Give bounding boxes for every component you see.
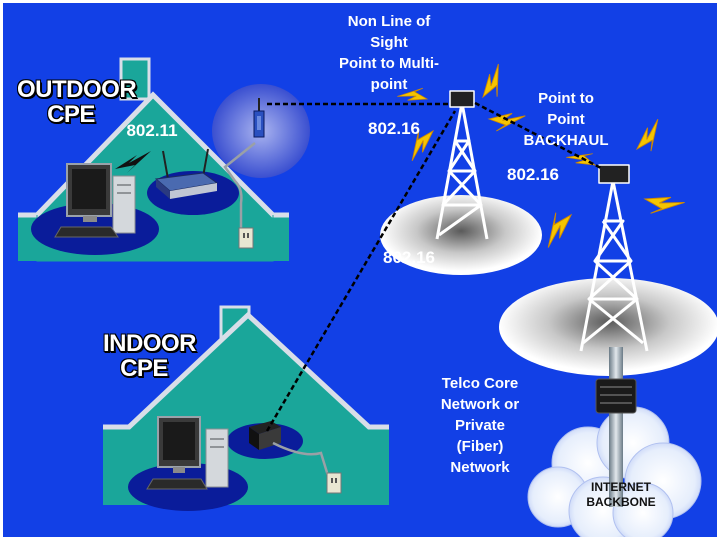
telco-core-label: Telco Core Network or Private (Fiber) Ne… xyxy=(427,373,533,478)
outdoor-cpe-label: OUTDOOR CPE xyxy=(17,77,125,127)
internet-backbone-label: INTERNET BACKBONE xyxy=(573,480,669,510)
fiber-switch-icon xyxy=(596,379,636,413)
indoor-cpe-label: INDOOR CPE xyxy=(103,331,185,381)
wimax-link-label: 802.16 xyxy=(493,165,573,185)
ptp-backhaul-label: Point to Point BACKHAUL xyxy=(515,88,617,151)
wall-outlet-icon xyxy=(239,228,253,248)
non-los-label: Non Line of Sight Point to Multi- point xyxy=(321,11,457,95)
wimax-link-label: 802.16 xyxy=(369,248,449,268)
tower-base-disc xyxy=(499,278,717,376)
network-diagram: OUTDOOR CPE INDOOR CPE 802.11 Non Line o… xyxy=(3,3,717,537)
wimax-link-label: 802.16 xyxy=(354,119,434,139)
wall-outlet-icon xyxy=(327,473,341,493)
wifi-standard-label: 802.11 xyxy=(117,121,187,141)
